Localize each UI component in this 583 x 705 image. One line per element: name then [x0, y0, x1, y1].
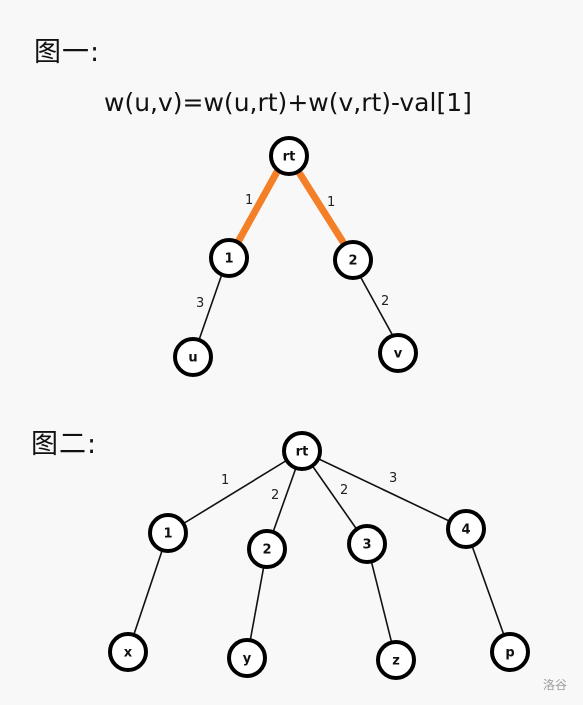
node2-2-label: 2 — [262, 543, 271, 558]
node2-2: 2 — [247, 529, 287, 569]
node-v: v — [378, 333, 418, 373]
edge-2-v — [359, 275, 394, 337]
node2-4: 4 — [446, 509, 486, 549]
edge-label-1-u: 3 — [196, 296, 204, 311]
node2-y-label: y — [243, 652, 252, 667]
node2-p: p — [490, 632, 530, 672]
node-2: 2 — [333, 240, 373, 280]
edge2-label-rt-2: 2 — [271, 488, 279, 503]
figure1-edge-labels: 1 1 3 2 — [196, 193, 389, 311]
edge-label-2-v: 2 — [381, 294, 389, 309]
edge2-1-x — [127, 532, 169, 653]
node2-x: x — [108, 632, 148, 672]
node-u-label: u — [188, 351, 197, 366]
node2-p-label: p — [505, 646, 514, 661]
node2-rt: rt — [282, 431, 322, 471]
figure2-edges — [127, 450, 511, 661]
figure2-edge-labels: 1 2 2 3 — [221, 471, 397, 503]
formula: w(u,v)=w(u,rt)+w(v,rt)-val[1] — [104, 88, 472, 117]
edge2-label-rt-3: 2 — [340, 483, 348, 498]
node2-z-label: z — [392, 654, 400, 669]
node-rt: rt — [269, 136, 309, 176]
edge2-4-p — [465, 528, 511, 653]
figure1-edges — [198, 166, 394, 341]
watermark: 洛谷 — [542, 678, 567, 692]
node2-4-label: 4 — [461, 523, 470, 538]
node2-z: z — [376, 640, 416, 680]
edge2-rt-4 — [301, 450, 467, 530]
node2-1-label: 1 — [163, 527, 172, 542]
node-1-label: 1 — [224, 252, 233, 267]
edge2-rt-1 — [167, 450, 303, 534]
edge-label-rt-2: 1 — [327, 195, 335, 210]
node-v-label: v — [394, 347, 403, 362]
edge-1-u — [198, 273, 223, 341]
node2-1: 1 — [148, 513, 188, 553]
node-2-label: 2 — [348, 254, 357, 269]
node2-y: y — [227, 638, 267, 678]
edge2-label-rt-1: 1 — [221, 473, 229, 488]
figure2-heading: 图二: — [31, 429, 98, 460]
edge-rt-2-highlight — [296, 170, 347, 246]
node2-rt-label: rt — [296, 445, 309, 460]
edge-label-rt-1: 1 — [245, 193, 253, 208]
edge-rt-1-highlight — [234, 166, 282, 246]
node2-x-label: x — [124, 646, 133, 661]
node-rt-label: rt — [283, 150, 296, 165]
node-u: u — [173, 337, 213, 377]
node2-3-label: 3 — [362, 538, 371, 553]
figure1-heading: 图一: — [34, 37, 101, 68]
figure2-nodes: rt 1 2 3 4 x y z — [108, 431, 530, 680]
edge2-label-rt-4: 3 — [389, 471, 397, 486]
node-1: 1 — [209, 238, 249, 278]
figure1-nodes: rt 1 2 u v — [173, 136, 418, 377]
node2-3: 3 — [347, 524, 387, 564]
